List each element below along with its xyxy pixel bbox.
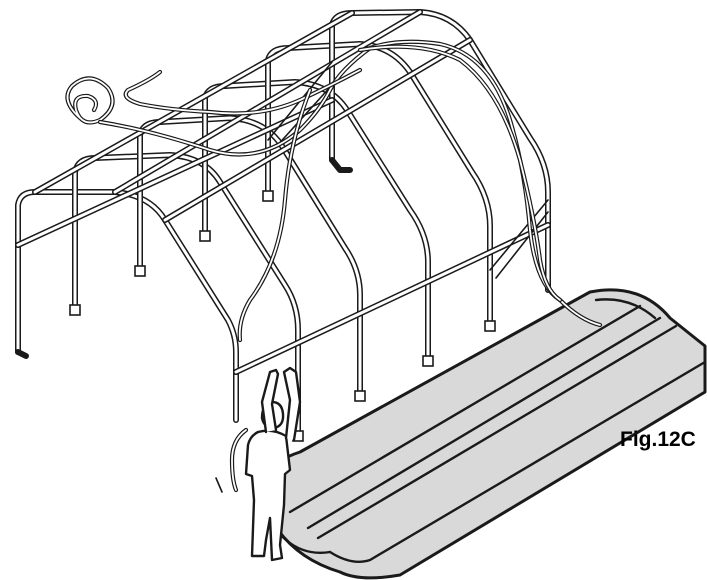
figure-label: Fig.12C <box>620 428 696 451</box>
frame-pipes <box>15 9 551 438</box>
person-figure <box>244 366 302 562</box>
ropes <box>65 39 603 493</box>
rolled-cover <box>257 288 707 580</box>
base-feet <box>15 157 496 442</box>
